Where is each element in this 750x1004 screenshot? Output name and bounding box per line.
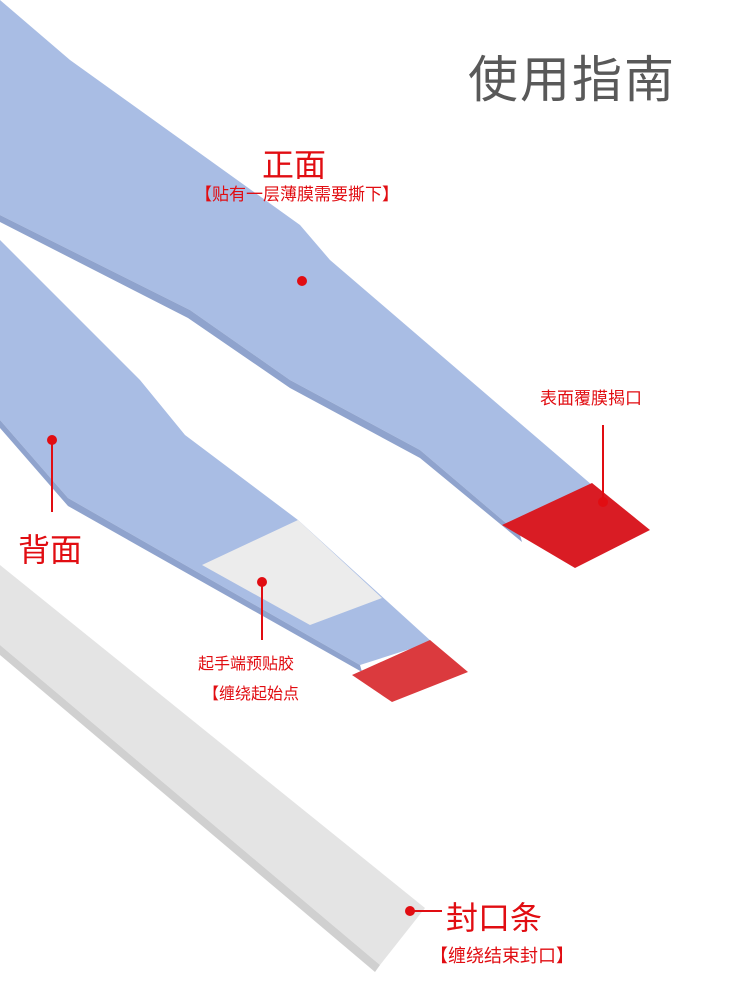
front-strip <box>0 0 592 535</box>
back-strip-shadow <box>0 420 362 672</box>
white-adhesive-patch <box>202 520 382 625</box>
front-red-tab <box>502 483 650 568</box>
seal-label: 封口条 <box>446 899 543 937</box>
front-callout-dot <box>297 276 307 286</box>
seal-strip-edge <box>0 645 380 972</box>
page-title: 使用指南 <box>468 51 676 109</box>
seal-note: 【缠绕结束封口】 <box>430 946 574 967</box>
front-tab-label: 表面覆膜揭口 <box>540 389 642 409</box>
front-strip-shadow <box>0 215 522 542</box>
back-red-tab <box>352 640 468 702</box>
back-label: 背面 <box>18 531 83 569</box>
front-label: 正面 <box>262 146 327 184</box>
start-label: 起手端预贴胶 <box>198 654 295 673</box>
front-tab-callout-dot <box>598 497 608 507</box>
start-note: 【缠绕起始点 <box>203 684 300 703</box>
seal-strip <box>0 565 425 965</box>
front-note: 【贴有一层薄膜需要撕下】 <box>195 185 399 205</box>
